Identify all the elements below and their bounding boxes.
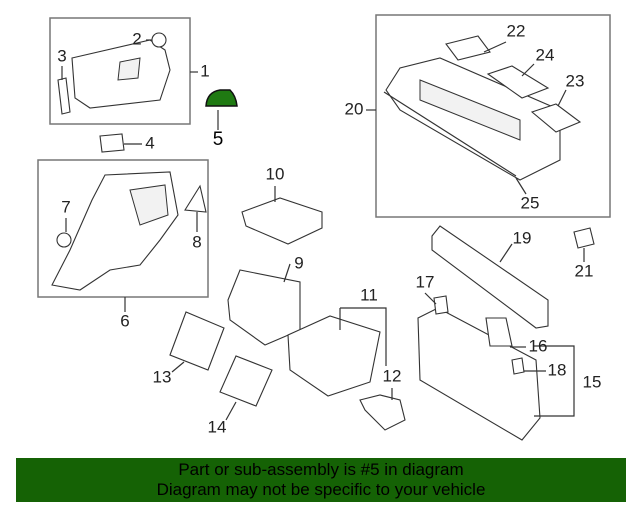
group-box-1 — [49, 17, 191, 125]
callout-5: 5 — [213, 129, 224, 150]
part-11-console — [287, 315, 381, 397]
leader-lines — [61, 39, 585, 421]
part-7-cap — [56, 232, 72, 248]
callout-11: 11 — [360, 285, 378, 304]
part-22-cover — [445, 35, 491, 61]
part-25-strip — [383, 91, 517, 177]
callout-20: 20 — [345, 99, 364, 118]
callout-8: 8 — [192, 232, 201, 251]
callout-10: 10 — [266, 164, 285, 183]
part-24-cover — [486, 65, 550, 99]
callout-6: 6 — [120, 311, 129, 330]
callout-3: 3 — [57, 46, 66, 65]
part-5-highlighted — [205, 89, 238, 107]
part-23-cover — [530, 103, 582, 133]
part-21-clip — [573, 227, 595, 249]
callout-4: 4 — [145, 133, 154, 152]
callout-13: 13 — [153, 367, 172, 386]
part-15-panel — [417, 307, 541, 441]
callout-9: 9 — [294, 253, 303, 272]
banner-line-2: Diagram may not be specific to your vehi… — [156, 480, 486, 499]
callout-23: 23 — [566, 71, 585, 90]
callout-19: 19 — [513, 228, 532, 247]
part-2-clip — [151, 32, 167, 48]
group-box-20 — [375, 14, 611, 218]
group-box-6 — [37, 159, 209, 298]
part-18-clip — [511, 357, 525, 375]
part-20-detail — [419, 79, 521, 141]
part-10-lid — [241, 197, 323, 245]
part-1-detail — [117, 57, 141, 81]
callout-21: 21 — [575, 261, 594, 280]
callout-14: 14 — [208, 417, 227, 436]
callout-18: 18 — [548, 360, 567, 379]
part-6-detail — [129, 184, 169, 226]
callout-1: 1 — [200, 61, 209, 80]
part-3-strip — [57, 77, 71, 115]
part-9-bracket — [227, 269, 301, 346]
part-12-wire — [359, 394, 406, 431]
part-13-pad — [169, 311, 225, 371]
callout-7: 7 — [61, 197, 70, 216]
callout-17: 17 — [416, 272, 435, 291]
banner-line-1: Part or sub-assembly is #5 in diagram — [178, 460, 464, 479]
callout-24: 24 — [536, 45, 555, 64]
part-19-panel — [431, 225, 549, 329]
callout-22: 22 — [507, 21, 526, 40]
part-notice-banner: Part or sub-assembly is #5 in diagram Di… — [16, 458, 626, 502]
callout-15: 15 — [583, 372, 602, 391]
callout-12: 12 — [383, 366, 402, 385]
callout-2: 2 — [132, 29, 141, 48]
part-17-clip — [433, 295, 449, 315]
part-16-grille — [485, 317, 513, 347]
part-14-pad — [219, 355, 273, 407]
callout-16: 16 — [529, 336, 548, 355]
part-4-bezel — [99, 133, 125, 153]
part-8-cover — [184, 184, 207, 213]
callout-25: 25 — [521, 193, 540, 212]
